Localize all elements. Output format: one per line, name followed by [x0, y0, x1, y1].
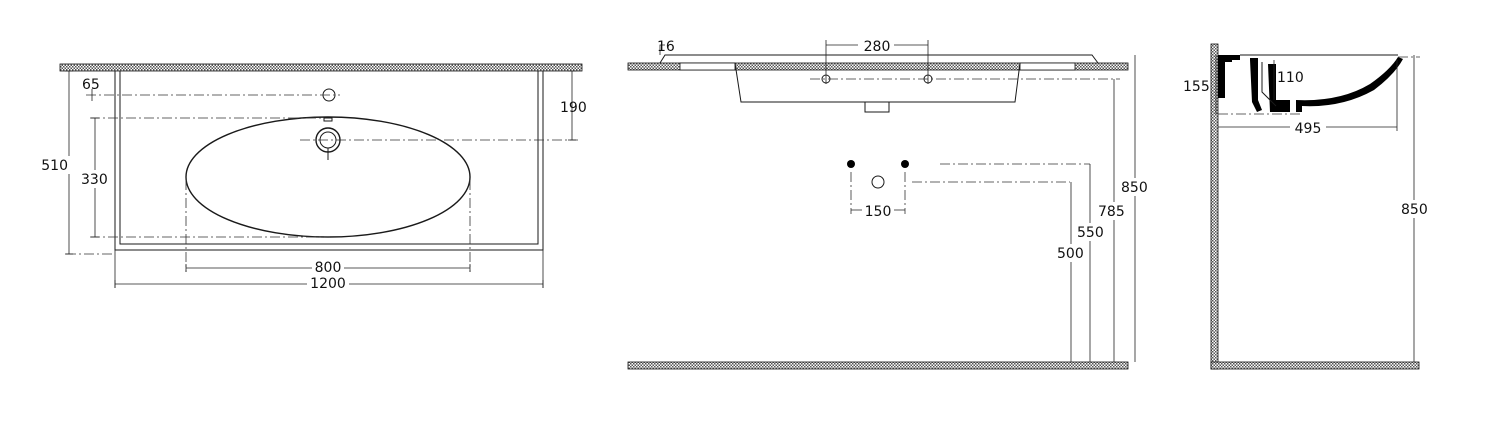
- wall-strip-side-view: [1210, 43, 1219, 370]
- front-view: 280 16 150 500 550 785 850: [627, 37, 1150, 370]
- basin-bowl-curve: [1296, 57, 1403, 112]
- wall-strip-front-view: [627, 62, 1129, 71]
- dim-label-850-front: 850: [1121, 180, 1148, 196]
- dim-label-65: 65: [82, 77, 100, 93]
- dim-label-190: 190: [560, 100, 587, 116]
- waste-outlet-front: [864, 102, 890, 113]
- pipe-waste: [871, 175, 885, 189]
- dim-label-1200: 1200: [310, 276, 346, 292]
- dim-label-495: 495: [1295, 121, 1322, 137]
- basin-overflow-channel: [1250, 58, 1262, 112]
- floor-strip-side-view: [1210, 361, 1420, 370]
- floor-strip-front-view: [627, 361, 1129, 370]
- basin-waste-channel: [1268, 64, 1290, 112]
- dim-label-150: 150: [865, 204, 892, 220]
- dim-label-510: 510: [41, 158, 68, 174]
- dim-label-280: 280: [864, 39, 891, 55]
- dim-label-785: 785: [1098, 204, 1125, 220]
- bowl-inner-line: [1261, 62, 1277, 107]
- basin-outline: [114, 71, 544, 251]
- basin-wall-lip: [1218, 55, 1232, 98]
- dim-label-850-side: 850: [1401, 202, 1428, 218]
- basin-inner-outline: [119, 71, 539, 245]
- dim-label-155: 155: [1183, 79, 1210, 95]
- dim-label-550: 550: [1077, 225, 1104, 241]
- pipe-supply-left: [847, 160, 855, 168]
- oval-bowl: [185, 116, 471, 238]
- dim-label-110: 110: [1277, 70, 1304, 86]
- wall-strip-top-view: [59, 63, 583, 72]
- dim-line-16: [659, 44, 665, 55]
- side-view: 155 110 495 850: [1182, 43, 1430, 370]
- dim-label-330: 330: [81, 172, 108, 188]
- dim-label-16: 16: [657, 39, 675, 55]
- pipe-supply-right: [901, 160, 909, 168]
- overflow-slot: [323, 117, 333, 122]
- basin-top-plate: [659, 54, 1099, 64]
- top-view: 510 330 65 190 800 1200: [41, 63, 587, 292]
- dim-label-800: 800: [315, 260, 342, 276]
- basin-bowl-front: [734, 62, 1021, 103]
- dim-label-500: 500: [1057, 246, 1084, 262]
